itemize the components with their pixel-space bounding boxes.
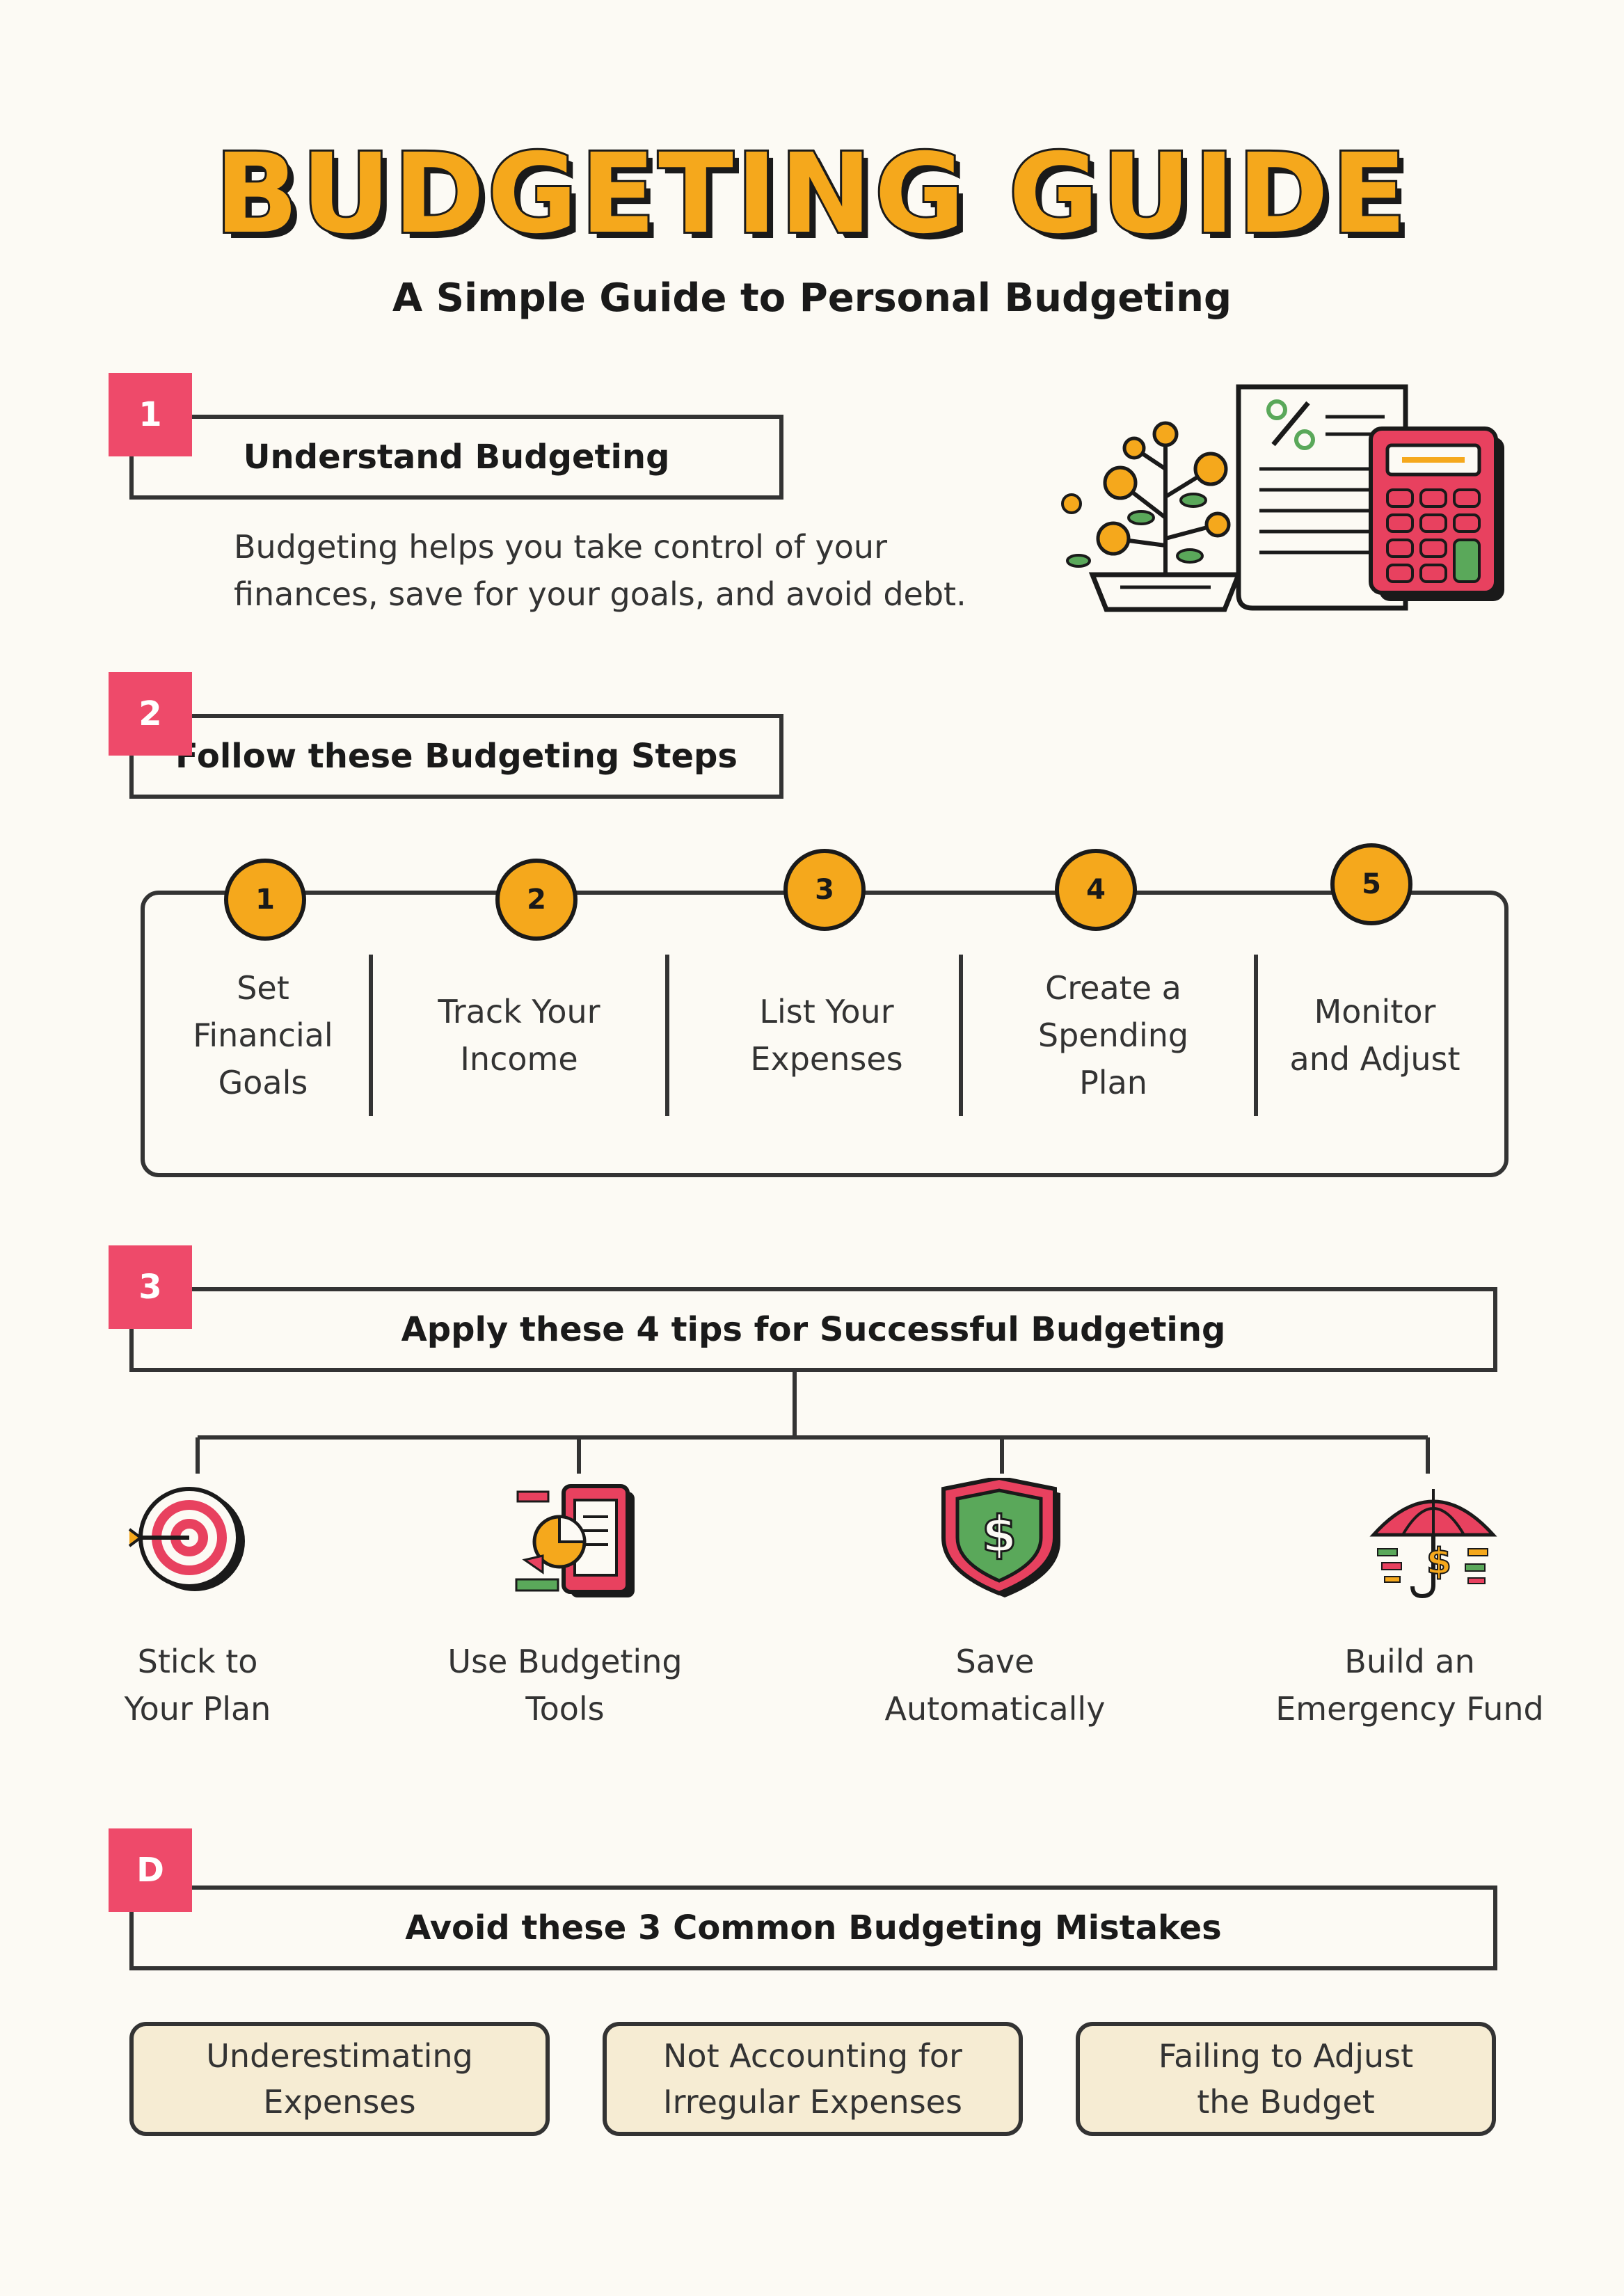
step-label-line: Create a xyxy=(1045,969,1181,1007)
step-label-line: and Adjust xyxy=(1289,1040,1460,1078)
svg-text:$: $ xyxy=(982,1505,1017,1563)
step-divider xyxy=(959,955,963,1116)
tip-label-line: Automatically xyxy=(884,1690,1106,1728)
section-1-title: Understand Budgeting xyxy=(243,438,670,477)
section-d-title: Avoid these 3 Common Budgeting Mistakes xyxy=(405,1908,1222,1947)
step-label-line: Financial xyxy=(193,1017,333,1054)
shield-dollar-icon: $ xyxy=(941,1478,1060,1597)
tip-3-label: Save Automatically xyxy=(842,1638,1148,1732)
tip-4-label: Build an Emergency Fund xyxy=(1257,1638,1563,1732)
tip-label-line: Tools xyxy=(525,1690,605,1728)
step-5-number-circle: 5 xyxy=(1330,843,1412,925)
step-number: 4 xyxy=(1086,874,1106,906)
tip-1-label: Stick to Your Plan xyxy=(45,1638,351,1732)
tip-label-line: Emergency Fund xyxy=(1275,1690,1544,1728)
svg-text:$: $ xyxy=(1426,1541,1451,1583)
tip-label-line: Stick to xyxy=(137,1643,258,1680)
description-line: Budgeting helps you take control of your xyxy=(234,528,887,566)
step-label-line: Track Your xyxy=(438,993,600,1030)
section-3-title-box: Apply these 4 tips for Successful Budget… xyxy=(129,1287,1497,1372)
money-plant-icon xyxy=(1061,421,1263,612)
mistake-line: Underestimating xyxy=(206,2037,473,2075)
tip-label-line: Build an xyxy=(1344,1643,1475,1680)
step-label-line: List Your xyxy=(759,993,894,1030)
step-4-number-circle: 4 xyxy=(1055,849,1137,931)
page-title: BUDGETING GUIDE xyxy=(213,130,1410,258)
step-divider xyxy=(1254,955,1258,1116)
section-d-title-box: Avoid these 3 Common Budgeting Mistakes xyxy=(129,1886,1497,1970)
step-divider xyxy=(369,955,373,1116)
section-2-number: 2 xyxy=(138,694,162,733)
mistake-line: Failing to Adjust xyxy=(1158,2037,1414,2075)
tip-label-line: Use Budgeting xyxy=(447,1643,683,1680)
section-3-number: 3 xyxy=(138,1268,162,1307)
section-3-number-badge: 3 xyxy=(109,1245,192,1329)
step-2-label: Track Your Income xyxy=(394,988,644,1083)
step-divider xyxy=(665,955,669,1116)
section-1-description: Budgeting helps you take control of your… xyxy=(234,523,1041,618)
section-d-letter-badge: D xyxy=(109,1828,192,1912)
section-1-number: 1 xyxy=(138,395,162,434)
step-1-label: Set Financial Goals xyxy=(138,964,388,1106)
mistake-line: Not Accounting for xyxy=(663,2037,962,2075)
step-label-line: Income xyxy=(460,1040,578,1078)
step-number: 1 xyxy=(255,884,275,916)
section-2-number-badge: 2 xyxy=(109,672,192,756)
step-label-line: Set xyxy=(237,969,289,1007)
mistake-card-3: Failing to Adjust the Budget xyxy=(1076,2022,1496,2136)
step-1-number-circle: 1 xyxy=(224,859,306,941)
section-3-title: Apply these 4 tips for Successful Budget… xyxy=(401,1310,1226,1349)
mistake-card-1: Underestimating Expenses xyxy=(129,2022,550,2136)
step-3-label: List Your Expenses xyxy=(701,988,952,1083)
step-label-line: Expenses xyxy=(750,1040,903,1078)
description-line: finances, save for your goals, and avoid… xyxy=(234,575,966,613)
step-number: 5 xyxy=(1362,868,1381,900)
budget-tools-icon xyxy=(515,1484,635,1597)
section-d-letter: D xyxy=(136,1851,164,1890)
mistake-line: the Budget xyxy=(1197,2083,1375,2121)
step-label-line: Monitor xyxy=(1314,993,1436,1030)
page-subtitle: A Simple Guide to Personal Budgeting xyxy=(392,276,1232,321)
section-1-number-badge: 1 xyxy=(109,373,192,456)
mistake-card-2: Not Accounting for Irregular Expenses xyxy=(603,2022,1023,2136)
tips-connector-lines xyxy=(196,1369,1430,1474)
step-number: 3 xyxy=(815,874,834,906)
step-4-label: Create a Spending Plan xyxy=(988,964,1239,1106)
section-1-title-box: Understand Budgeting xyxy=(129,415,783,500)
step-label-line: Goals xyxy=(218,1064,308,1101)
section-2-title: Follow these Budgeting Steps xyxy=(175,737,738,776)
target-icon xyxy=(128,1487,245,1591)
budget-illustration xyxy=(1061,384,1504,612)
calculator-icon xyxy=(1369,426,1504,601)
document-percent-icon xyxy=(1236,384,1408,611)
step-3-number-circle: 3 xyxy=(783,849,866,931)
step-2-number-circle: 2 xyxy=(495,859,578,941)
mistake-line: Irregular Expenses xyxy=(663,2083,962,2121)
step-number: 2 xyxy=(527,884,546,916)
umbrella-money-icon: $ xyxy=(1369,1489,1497,1599)
section-2-title-box: Follow these Budgeting Steps xyxy=(129,714,783,799)
step-label-line: Plan xyxy=(1079,1064,1147,1101)
tip-label-line: Your Plan xyxy=(124,1690,271,1728)
step-5-label: Monitor and Adjust xyxy=(1250,988,1500,1083)
tip-2-label: Use Budgeting Tools xyxy=(412,1638,718,1732)
mistake-line: Expenses xyxy=(263,2083,416,2121)
step-label-line: Spending xyxy=(1037,1017,1189,1054)
tip-label-line: Save xyxy=(955,1643,1035,1680)
